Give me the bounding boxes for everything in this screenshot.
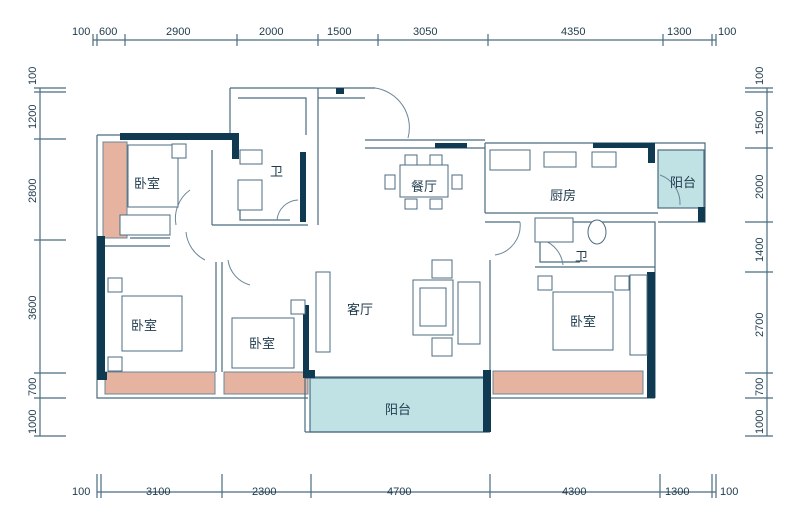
dim-label: 700 (27, 378, 39, 396)
dim-label: 1500 (754, 111, 766, 135)
sofa-icon (457, 281, 481, 345)
toilet-icon (239, 149, 263, 165)
dimension-top: 100 600 2900 2000 1500 3050 4350 1300 10… (72, 26, 736, 46)
nightstand-icon (290, 299, 306, 315)
dim-label: 700 (754, 378, 766, 396)
tv-cabinet-icon (315, 271, 331, 353)
room-label-bathroom: 卫 (270, 165, 283, 180)
room-label-living: 客厅 (347, 302, 373, 318)
dim-label: 3100 (146, 486, 170, 498)
dim-label: 2700 (754, 313, 766, 337)
bed-icon (552, 291, 614, 351)
dim-label: 1000 (754, 410, 766, 434)
nightstand-icon (171, 143, 187, 159)
washbasin-icon (534, 217, 574, 243)
stove-icon (591, 151, 617, 168)
bed-icon (121, 295, 183, 352)
dim-label: 100 (754, 67, 766, 85)
armchair-icon (431, 259, 453, 279)
balcony-small (657, 149, 705, 209)
wardrobe-icon (629, 274, 648, 356)
nightstand-icon (537, 275, 553, 291)
room-label-dining: 餐厅 (411, 179, 437, 195)
bed-icon (127, 144, 179, 208)
dim-label: 2800 (27, 179, 39, 203)
dining-table-icon (399, 164, 449, 198)
room-label-balcony: 阳台 (385, 403, 411, 418)
wardrobe-icon (119, 214, 171, 236)
room-label-kitchen: 厨房 (550, 188, 576, 204)
counter-icon (489, 149, 531, 171)
room-label-bathroom: 卫 (575, 250, 588, 265)
dimension-bottom: 100 3100 2300 4700 4300 1300 100 (72, 474, 738, 498)
room-label-bedroom: 卧室 (131, 318, 157, 334)
dim-label: 2900 (166, 26, 190, 38)
dim-label: 3050 (413, 26, 437, 38)
room-label-bedroom: 卧室 (134, 176, 160, 192)
dim-label: 4300 (562, 486, 586, 498)
room-label-balcony: 阳台 (670, 176, 696, 191)
toilet-icon (587, 219, 607, 245)
furniture (107, 143, 648, 372)
dim-label: 1500 (327, 26, 351, 38)
washbasin-icon (237, 179, 263, 211)
sink-icon (543, 151, 577, 168)
dim-label: 4700 (387, 486, 411, 498)
dim-label: 100 (72, 26, 90, 38)
dim-label: 4350 (561, 26, 585, 38)
dimension-right: 100 1500 2000 1400 2700 700 1000 (745, 67, 773, 437)
dim-label: 2000 (754, 175, 766, 199)
armchair-icon (431, 337, 453, 357)
nightstand-icon (107, 356, 123, 372)
dim-label: 1200 (27, 105, 39, 129)
dim-label: 100 (27, 67, 39, 85)
dim-label: 100 (720, 486, 738, 498)
dim-label: 600 (99, 26, 117, 38)
room-label-bedroom: 卧室 (249, 336, 275, 352)
dim-label: 100 (72, 486, 90, 498)
dim-label: 1300 (667, 26, 691, 38)
dim-label: 100 (718, 26, 736, 38)
dim-label: 1400 (754, 238, 766, 262)
room-labels: 卧室 卧室 卧室 卧室 卫 卫 餐厅 厨房 客厅 阳台 阳台 (131, 165, 696, 418)
bay-windows (102, 141, 644, 395)
nightstand-icon (614, 275, 630, 291)
dim-label: 1300 (665, 486, 689, 498)
bed-icon (231, 317, 295, 369)
nightstand-icon (107, 277, 123, 293)
dim-label: 2000 (259, 26, 283, 38)
structural-walls (97, 88, 705, 432)
dimension-left: 100 1200 2800 3600 700 1000 (27, 67, 66, 437)
dim-label: 1000 (27, 410, 39, 434)
dim-label: 2300 (252, 486, 276, 498)
room-label-bedroom: 卧室 (570, 314, 596, 330)
dim-label: 3600 (27, 296, 39, 320)
